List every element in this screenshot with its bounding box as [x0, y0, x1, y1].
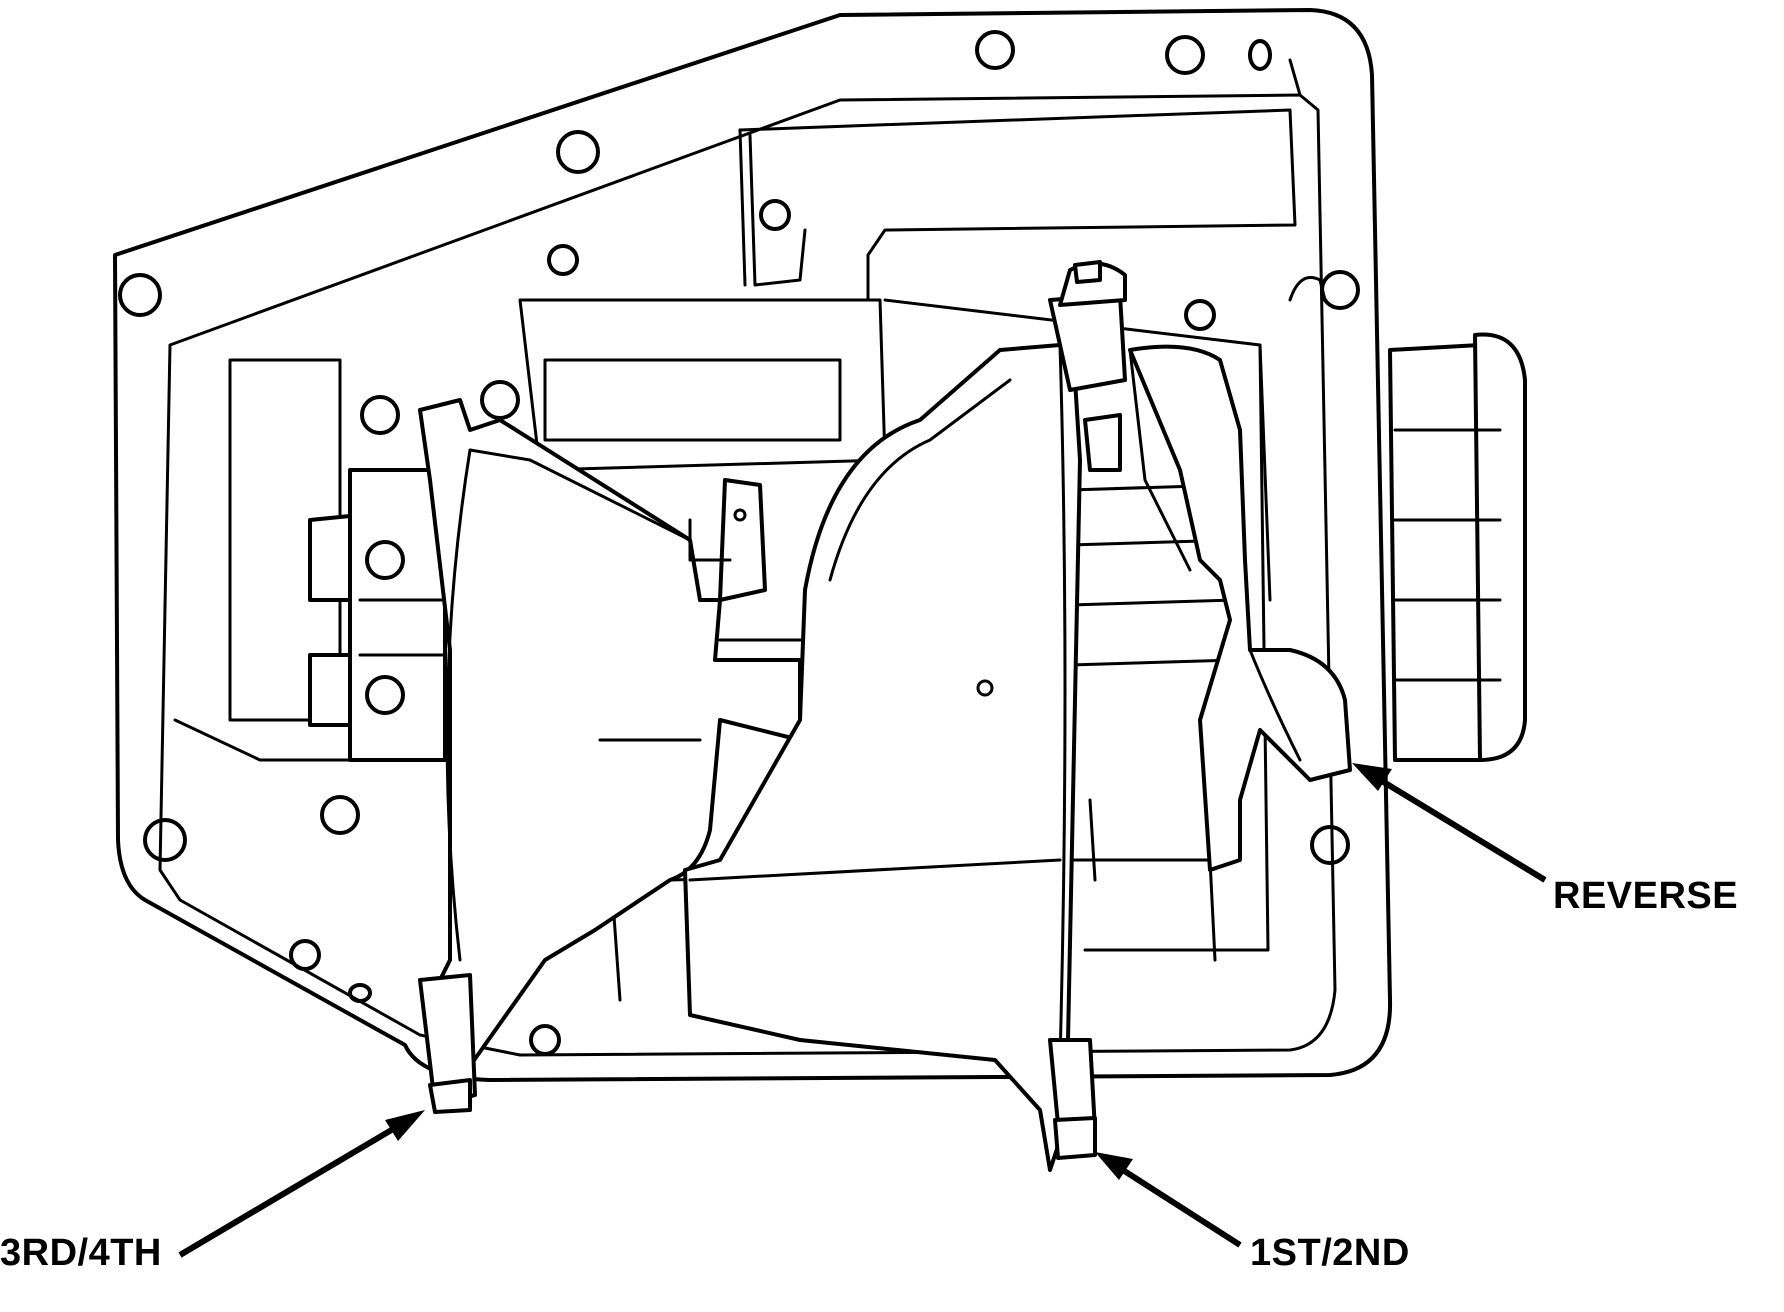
arrow-reverse [1352, 763, 1547, 883]
fork-3rd-4th [418, 398, 802, 1114]
fork-reverse [1128, 276, 1352, 872]
output-shaft [1388, 332, 1527, 762]
callout-label-3rd-4th: 3RD/4TH [0, 1232, 162, 1274]
arrow-1st-2nd [1095, 1152, 1242, 1248]
arrow-3rd-4th [178, 1110, 425, 1258]
bolt-holes [118, 30, 1360, 1056]
callout-arrows [178, 763, 1547, 1258]
callout-label-reverse: REVERSE [1553, 875, 1739, 917]
shift-rail-detents [308, 468, 447, 762]
fork-1st-2nd [683, 260, 1127, 1172]
callout-label-1st-2nd: 1ST/2ND [1250, 1232, 1410, 1274]
